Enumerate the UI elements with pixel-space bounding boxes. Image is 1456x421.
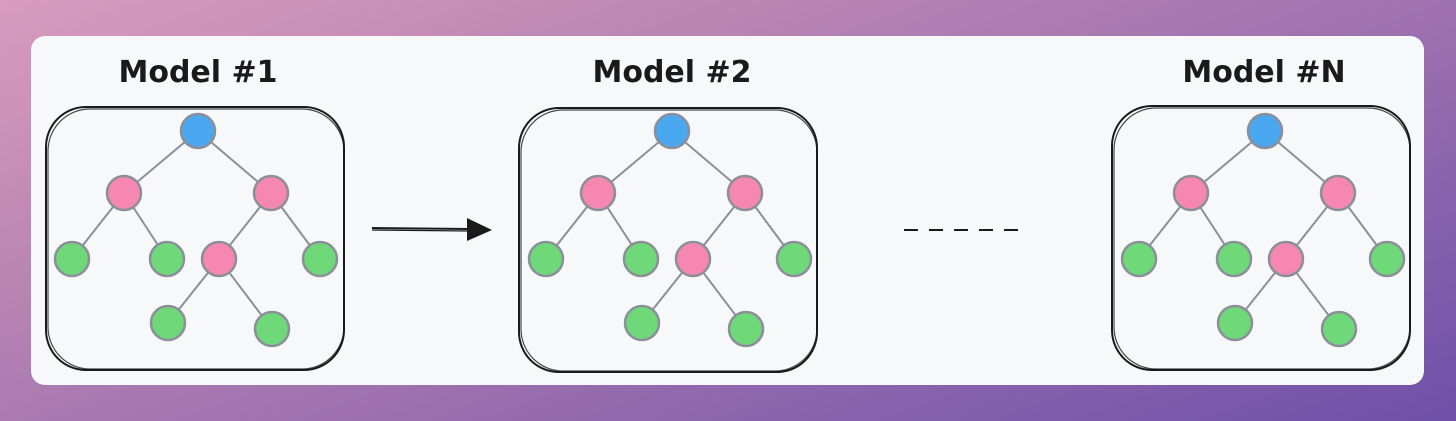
model-n-edge: [1199, 206, 1226, 246]
model-1-edge: [280, 206, 311, 246]
model-1-internal-node: [252, 174, 290, 212]
model-n-edge: [1295, 271, 1330, 317]
model-1-edge: [132, 206, 159, 246]
model-1-tree: [53, 112, 339, 348]
model-2-edge: [610, 141, 660, 183]
model-2-edge: [555, 205, 589, 247]
model-1-leaf-node: [253, 310, 291, 348]
model-2-edge: [754, 206, 785, 246]
model-n-internal-node: [1172, 174, 1210, 212]
model-2-frame: [518, 107, 818, 373]
model-1-leaf-node: [301, 240, 339, 278]
model-2-tree: [527, 112, 813, 348]
model-2-edge: [702, 205, 736, 247]
model-1-edge: [136, 141, 186, 183]
model-1-leaf-node: [148, 240, 186, 278]
model-n-edge: [1244, 271, 1277, 311]
model-n-edge: [1347, 206, 1378, 246]
model-1-leaf-node: [149, 304, 187, 342]
model-1-root-node: [179, 112, 217, 150]
model-2-edge: [702, 271, 737, 317]
model-1-edge: [210, 141, 259, 183]
model-n-internal-node: [1319, 174, 1357, 212]
model-n-root-node: [1246, 112, 1284, 150]
model-2-leaf-node: [727, 310, 765, 348]
model-2-leaf-node: [527, 240, 565, 278]
model-n-edge: [1277, 141, 1326, 183]
model-n-leaf-node: [1368, 240, 1406, 278]
model-2-internal-node: [579, 174, 617, 212]
model-n-leaf-node: [1120, 240, 1158, 278]
diagram-panel: [31, 36, 1424, 385]
model-2-internal-node: [674, 240, 712, 278]
model-2-leaf-node: [622, 240, 660, 278]
model-2-internal-node: [726, 174, 764, 212]
model-2-edge: [651, 271, 684, 311]
model-n-leaf-node: [1320, 310, 1358, 348]
model-n-tree: [1120, 112, 1406, 348]
model-1-edge: [81, 205, 115, 247]
model-2-edge: [684, 141, 733, 183]
model-1-edge: [177, 271, 210, 311]
model-n-internal-node: [1267, 240, 1305, 278]
arrow-icon: [371, 218, 492, 241]
model-1-leaf-node: [53, 240, 91, 278]
model-1-frame: [45, 106, 345, 371]
model-2-leaf-node: [623, 304, 661, 342]
model-2-title: Model #2: [592, 55, 751, 90]
model-1-edge: [228, 205, 262, 247]
model-n-edge: [1295, 205, 1329, 247]
model-1-title: Model #1: [118, 55, 277, 90]
model-1-internal-node: [105, 174, 143, 212]
model-n-frame: [1111, 105, 1411, 371]
model-n-leaf-node: [1215, 240, 1253, 278]
model-n-leaf-node: [1216, 304, 1254, 342]
model-2-leaf-node: [775, 240, 813, 278]
model-1-edge: [228, 271, 263, 317]
model-n-edge: [1148, 205, 1182, 247]
model-2-edge: [606, 206, 633, 246]
model-n-edge: [1203, 141, 1253, 183]
model-2-root-node: [653, 112, 691, 150]
model-n-title: Model #N: [1182, 55, 1345, 90]
model-1-internal-node: [200, 240, 238, 278]
